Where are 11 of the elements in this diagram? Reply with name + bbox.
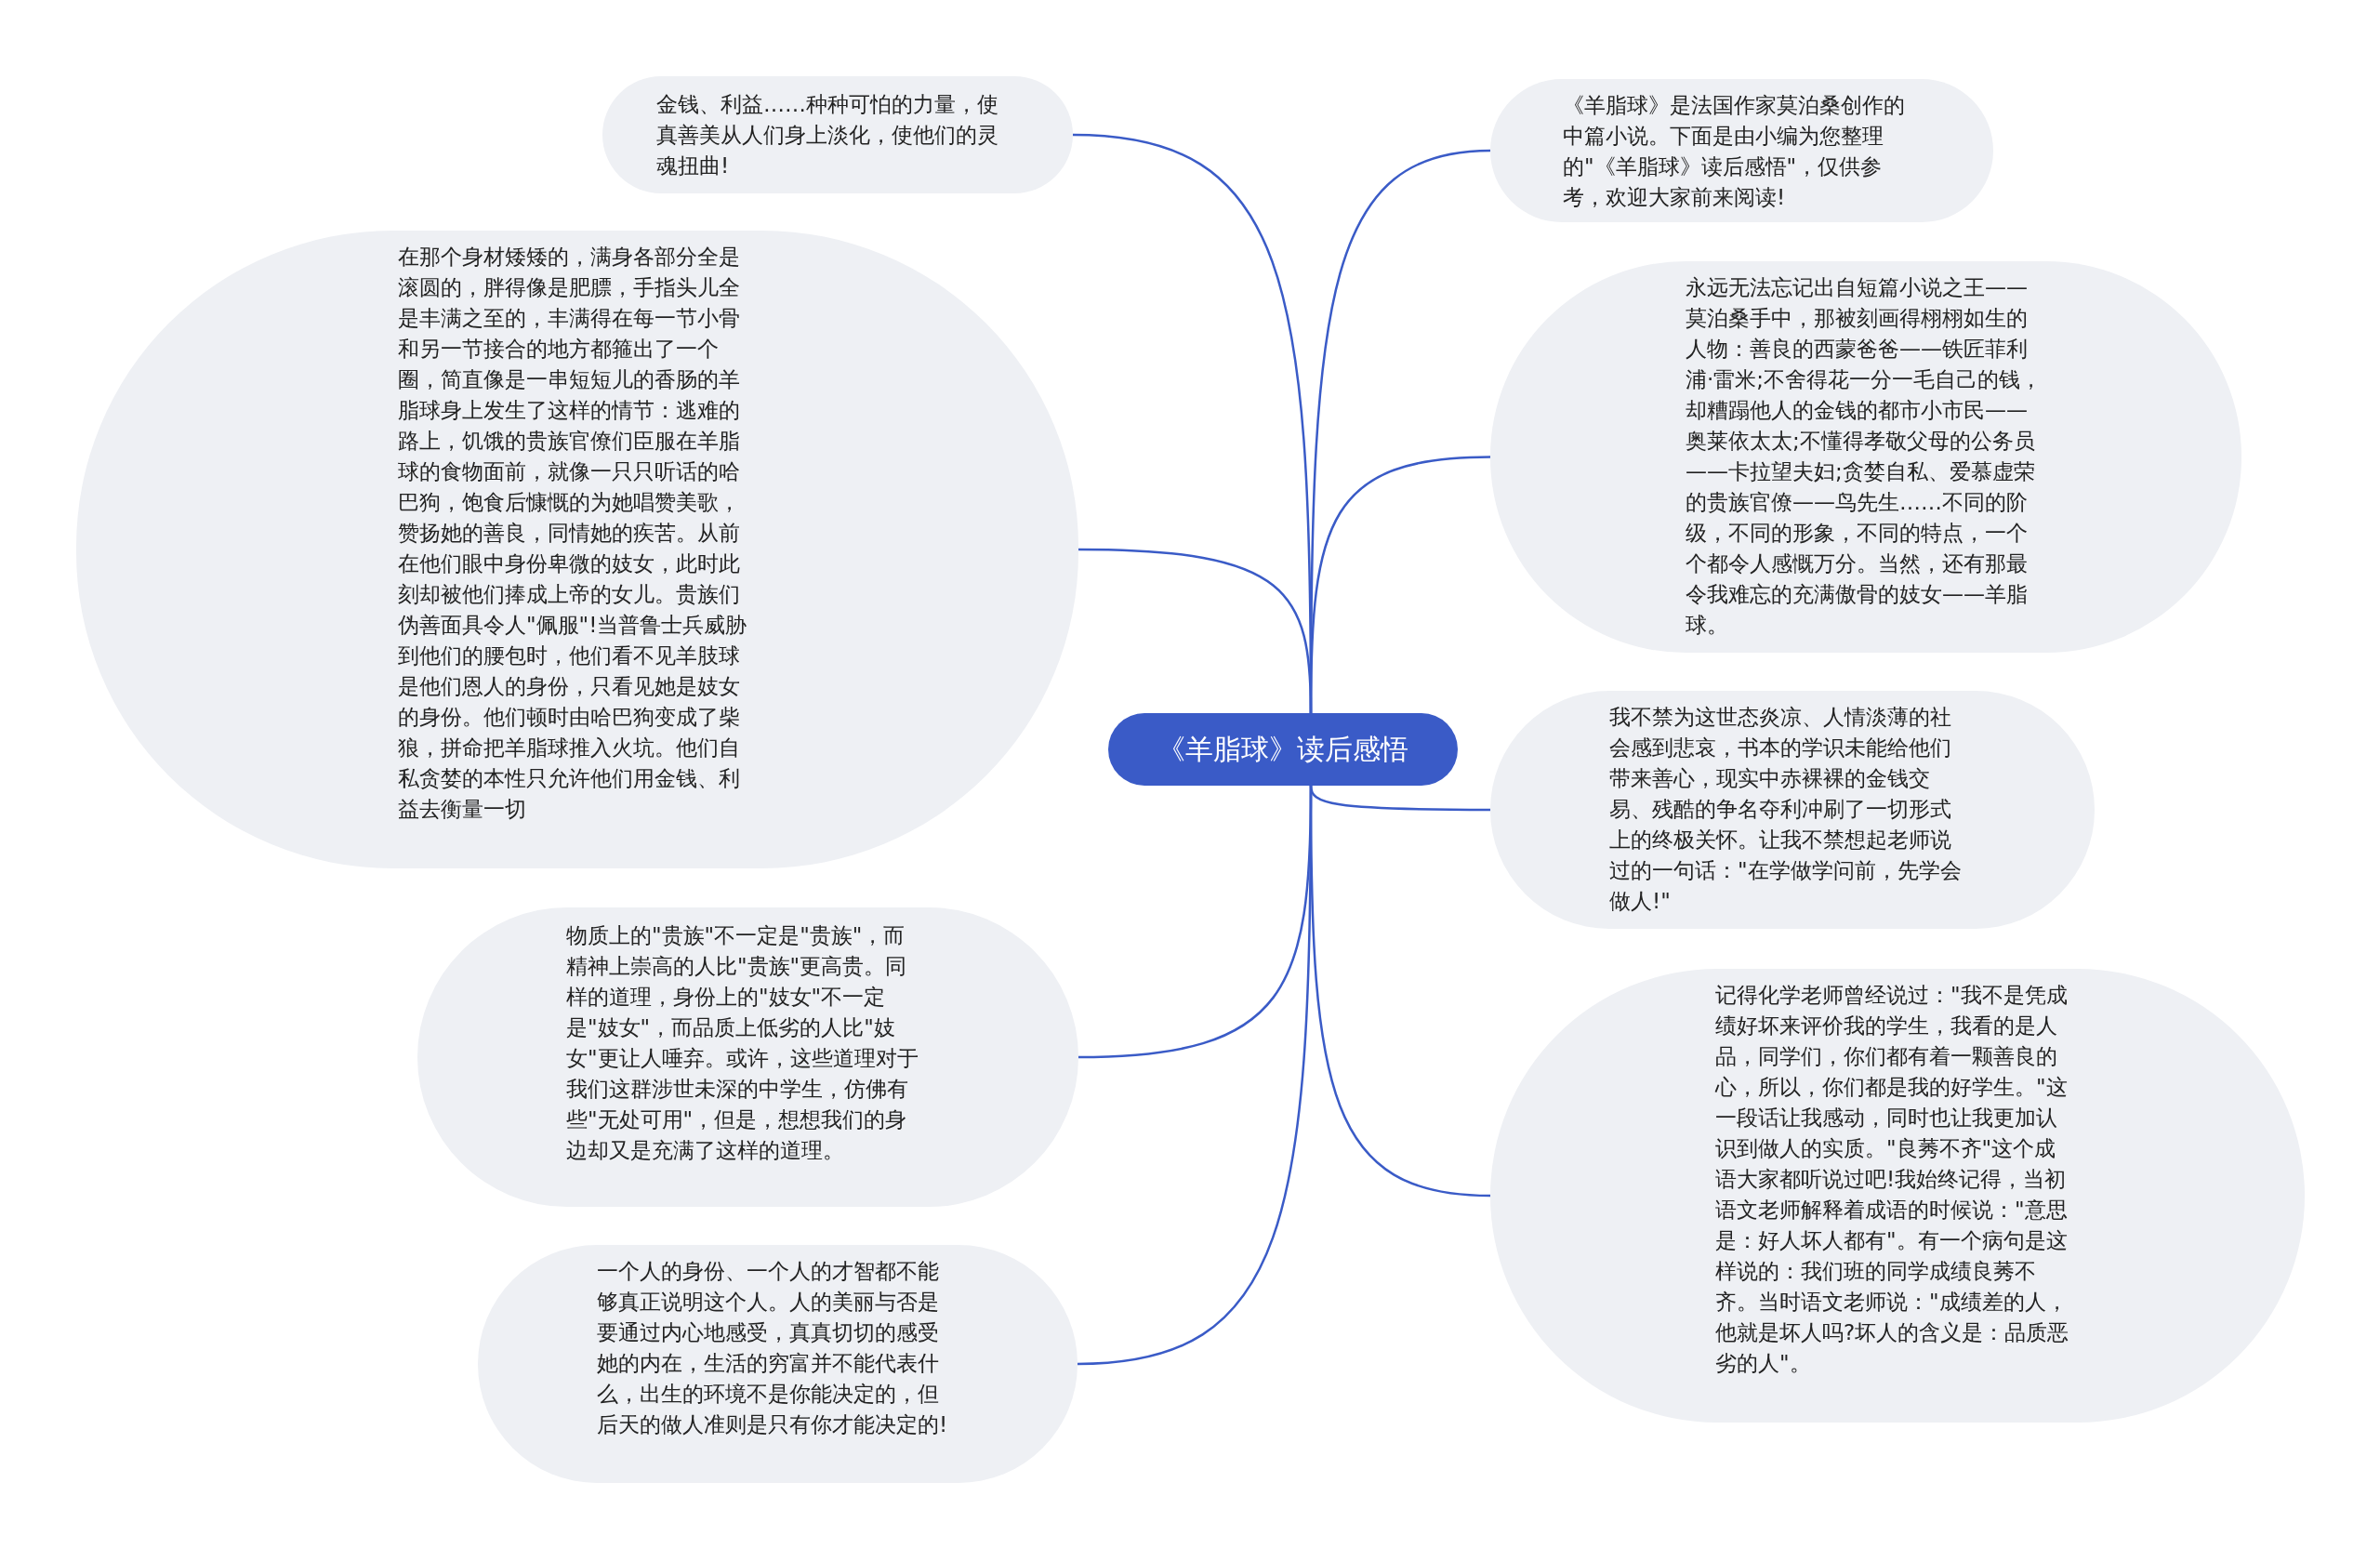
paragraph-text: 永远无法忘记出自短篇小说之王——莫泊桑手中，那被刻画得栩栩如生的人物：善良的西蒙爸爸——铁匠菲利浦·雷米;不舍得花一分一毛自己的钱，却糟蹋他人的金钱的都市小市民——奥莱依太太;不懂得孝敬父母的公务员——卡拉望夫妇;贪婪自私、爱慕虚荣的贵族官僚——鸟先生……不同的阶级，不同的形象，不同的特点，一个个都令人感慨万分。当然，还有那最令我难忘的充满傲骨的妓女——羊脂球。 [1686, 274, 2043, 639]
paragraph-text: 物质上的"贵族"不一定是"贵族"，而精神上崇高的人比"贵族"更高贵。同样的道理，身份上的"妓女"不一定是"妓女"，而品质上低劣的人比"妓女"更让人唾弃。或许，这些道理对于我们这群涉世未深的中学生，仿佛有些"无处可用"，但是，想想我们的身边却又是充满了这样的道理。 [566, 922, 919, 1164]
connector [1309, 786, 1491, 1198]
connector [1309, 456, 1491, 713]
topic-title: 《羊脂球》读后感悟 [1157, 731, 1408, 767]
paragraph-text: 《羊脂球》是法国作家莫泊桑创作的中篇小说。下面是由小编为您整理的"《羊脂球》读后感悟"，仅供参考，欢迎大家前来阅读! [1563, 92, 1906, 211]
paragraph-text: 一个人的身份、一个人的才智都不能够真正说明这个人。人的美丽与否是要通过内心地感受，真真切切的感受她的内在，生活的穷富并不能代表什么，出生的环境不是你能决定的，但后天的做人准则是只有你才能决定的! [597, 1258, 949, 1438]
paragraph-text: 记得化学老师曾经说过："我不是凭成绩好坏来评价我的学生，我看的是人品，同学们，你们都有着一颗善良的心，所以，你们都是我的好学生。"这一段话让我感动，同时也让我更加认识到做人的实质。"良莠不齐"这个成语大家都听说过吧!我始终记得，当初语文老师解释着成语的时候说："意思是：好人坏人都有"。有一个病句是这样说的：我们班的同学成绩良莠不齐。当时语文老师说："成绩差的人，他就是坏人吗?坏人的含义是：品质恶劣的人"。 [1715, 982, 2070, 1377]
paragraph-text: 金钱、利益……种种可怕的力量，使真善美从人们身上淡化，使他们的灵魂扭曲! [656, 91, 999, 179]
paragraph-text: 我不禁为这世态炎凉、人情淡薄的社会感到悲哀，书本的学识未能给他们带来善心，现实中赤裸裸的金钱交易、残酷的争名夺利冲刷了一切形式上的终极关怀。让我不禁想起老师说过的一句话："在学做学问前，先学会做人!" [1609, 704, 1963, 915]
paragraph-text: 在那个身材矮矮的，满身各部分全是滚圆的，胖得像是肥膘，手指头儿全是丰满之至的，丰满得在每一节小骨和另一节接合的地方都箍出了一个圈，简直像是一串短短儿的香肠的羊脂球身上发生了这样的情节：逃难的路上，饥饿的贵族官僚们臣服在羊脂球的食物面前，就像一只只听话的哈巴狗，饱食后慷慨的为她唱赞美歌，赞扬她的善良，同情她的疾苦。从前在他们眼中身份卑微的妓女，此时此刻却被他们捧成上帝的女儿。贵族们伪善面具令人"佩服"!当普鲁士兵威胁到他们的腰包时，他们看不见羊肢球是他们恩人的身份，只看见她是妓女的身份。他们顿时由哈巴狗变成了柴狼，拼命把羊脂球推入火坑。他们自私贪婪的本性只允许他们用金钱、利益去衡量一切 [398, 244, 748, 823]
